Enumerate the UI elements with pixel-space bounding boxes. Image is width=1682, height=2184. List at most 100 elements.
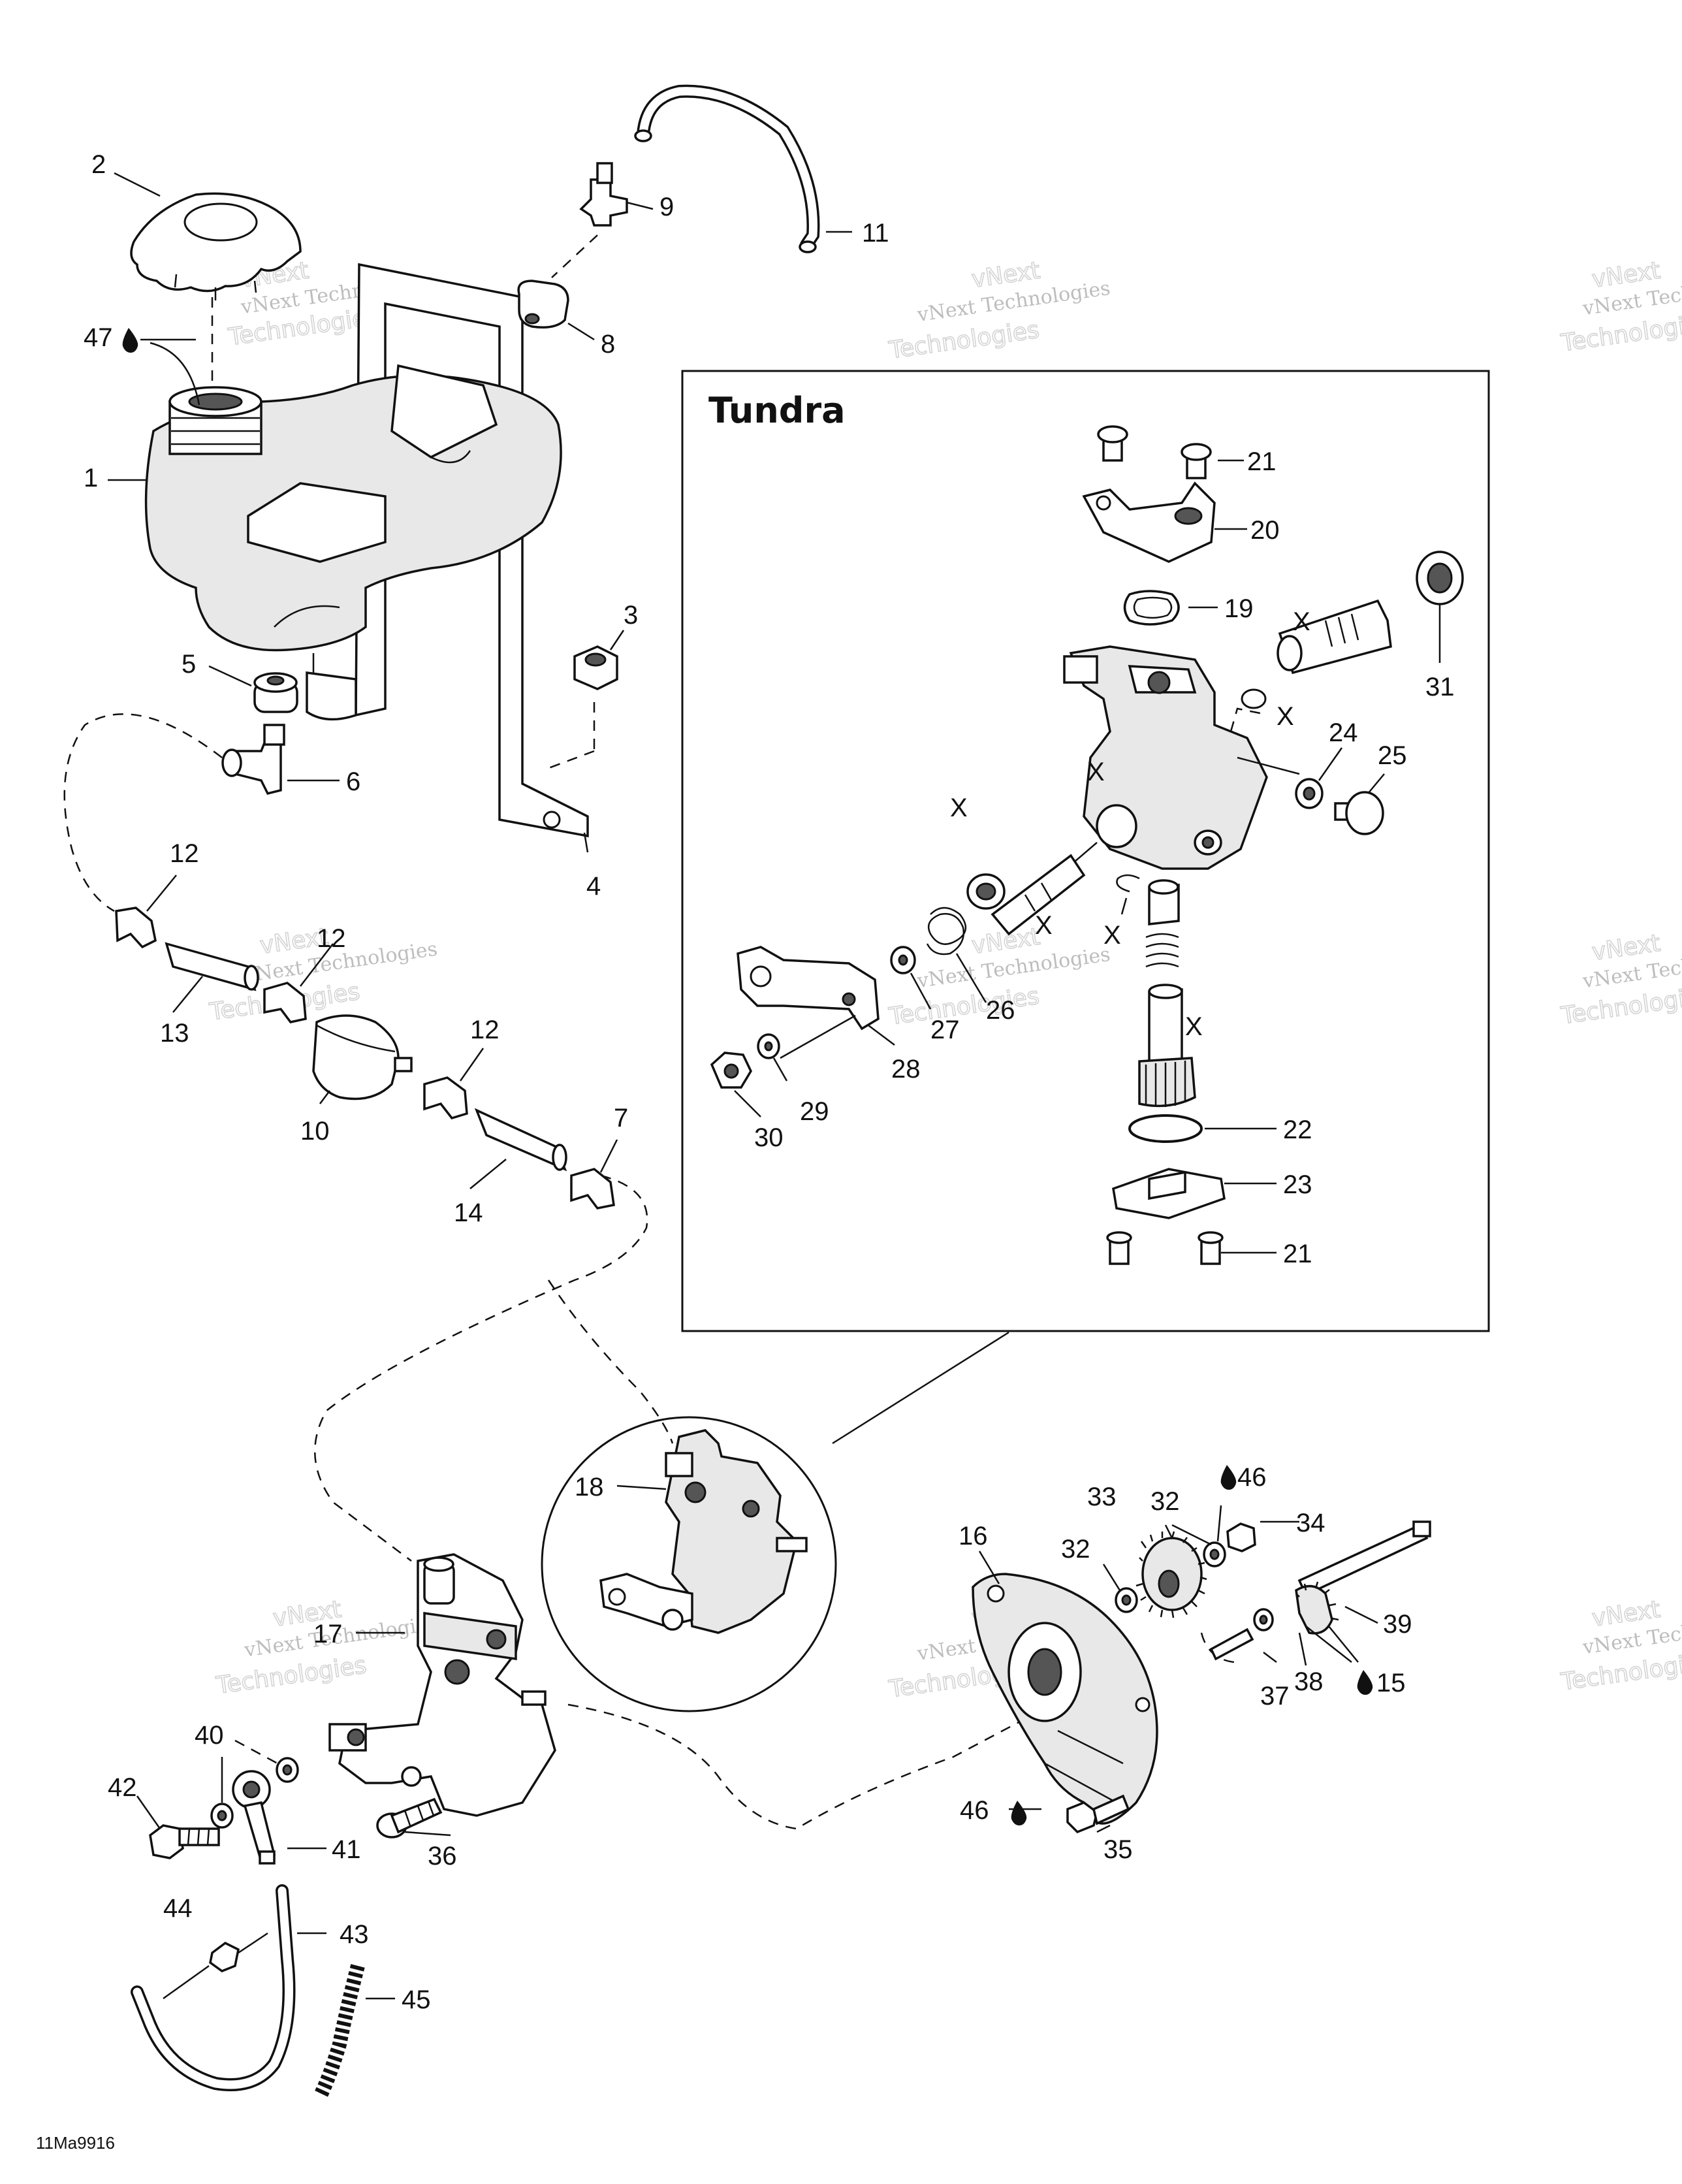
nut-3 bbox=[573, 645, 618, 690]
svg-text:Technologies: Technologies bbox=[887, 317, 1041, 364]
callout: 40 bbox=[195, 1721, 224, 1750]
filter-10 bbox=[312, 1014, 413, 1100]
callout: 5 bbox=[182, 650, 196, 679]
cover-16 bbox=[972, 1573, 1158, 1825]
fitting-9 bbox=[579, 162, 628, 227]
svg-text:Technologies: Technologies bbox=[214, 1652, 368, 1699]
watermark: vNext vNext Technologies Technologies bbox=[1559, 257, 1682, 357]
pump-18-detail bbox=[599, 1429, 808, 1634]
callout: 37 bbox=[1260, 1682, 1290, 1710]
callout: 35 bbox=[1103, 1835, 1133, 1864]
leader-lines bbox=[108, 172, 1441, 2000]
seal-31 bbox=[1416, 551, 1464, 605]
bolt-25 bbox=[1334, 791, 1384, 835]
pump-body-inset bbox=[1063, 645, 1268, 870]
bolt-42 bbox=[149, 1824, 220, 1859]
cover-plate-20 bbox=[1082, 481, 1216, 563]
washer-40b bbox=[210, 1803, 234, 1829]
callout: 34 bbox=[1296, 1509, 1325, 1537]
callout: 11 bbox=[862, 219, 889, 248]
x-mark: X bbox=[950, 794, 968, 822]
callout: 29 bbox=[800, 1097, 829, 1126]
callout: 8 bbox=[601, 330, 615, 359]
washer-24 bbox=[1295, 778, 1324, 809]
callout: 22 bbox=[1283, 1116, 1312, 1144]
watermark: vNext vNext Technologies Technologies bbox=[887, 257, 1112, 365]
oil-drop-icon bbox=[122, 328, 138, 353]
callout: 30 bbox=[754, 1123, 784, 1152]
washer-40a bbox=[276, 1757, 299, 1783]
callout: 21 bbox=[1283, 1240, 1312, 1268]
detail-circle-18 bbox=[541, 1416, 837, 1712]
x-mark: X bbox=[1103, 921, 1121, 950]
callout: 13 bbox=[160, 1019, 189, 1048]
circlip-x bbox=[1116, 874, 1140, 893]
callout: 25 bbox=[1378, 741, 1407, 770]
oil-drop-icon bbox=[1011, 1801, 1027, 1825]
tundra-inset-frame bbox=[681, 370, 1490, 1332]
svg-text:Technologies: Technologies bbox=[1559, 1648, 1682, 1696]
callout: 38 bbox=[1294, 1667, 1324, 1696]
callout: 6 bbox=[346, 767, 360, 796]
gasket-19 bbox=[1123, 590, 1180, 626]
oil-tank bbox=[144, 263, 589, 838]
hose-14 bbox=[474, 1108, 567, 1172]
x-mark: X bbox=[1185, 1012, 1203, 1041]
callouts: 1 2 3 4 5 6 7 8 9 10 11 12 12 12 13 14 1… bbox=[84, 150, 1455, 2014]
clamp-12b bbox=[263, 982, 307, 1023]
washer-27 bbox=[890, 946, 916, 974]
callout: 15 bbox=[1376, 1669, 1406, 1697]
callout: 23 bbox=[1283, 1170, 1312, 1199]
plunger-x-top bbox=[1277, 599, 1392, 675]
callout: 27 bbox=[930, 1016, 960, 1044]
callout: 43 bbox=[340, 1920, 369, 1949]
callout: 1 bbox=[84, 464, 98, 492]
pin-37 bbox=[1209, 1628, 1254, 1661]
x-mark: X bbox=[1277, 702, 1294, 731]
callout: 33 bbox=[1087, 1483, 1117, 1511]
cover-23 bbox=[1112, 1168, 1226, 1219]
washer-29 bbox=[757, 1033, 780, 1059]
callout: 20 bbox=[1250, 516, 1280, 545]
callout: 45 bbox=[402, 1985, 431, 2014]
nut-30 bbox=[710, 1052, 752, 1089]
nut-34 bbox=[1226, 1522, 1256, 1552]
vent-hose-11 bbox=[634, 84, 820, 253]
callout: 28 bbox=[891, 1055, 921, 1084]
callout: 12 bbox=[317, 924, 346, 953]
oil-drop-icon bbox=[1220, 1465, 1237, 1490]
pin-x bbox=[1148, 879, 1180, 925]
callout: 10 bbox=[300, 1117, 330, 1146]
bolt-36 bbox=[376, 1797, 443, 1839]
clip-44 bbox=[209, 1941, 240, 1972]
plunger-x-mid bbox=[991, 842, 1098, 936]
callout: 17 bbox=[313, 1620, 343, 1648]
callout: 44 bbox=[163, 1894, 193, 1923]
washer-32b bbox=[1203, 1541, 1226, 1567]
elbow-fitting-6 bbox=[221, 724, 285, 795]
svg-text:Technologies: Technologies bbox=[1559, 982, 1682, 1030]
x-mark: X bbox=[1293, 607, 1310, 636]
callout: 14 bbox=[454, 1198, 483, 1227]
callout: 39 bbox=[1383, 1610, 1412, 1639]
callout: 41 bbox=[332, 1835, 361, 1864]
callout: 12 bbox=[470, 1016, 500, 1044]
drawing-code: 11Ma9916 bbox=[36, 2133, 115, 2153]
oil-drop-icon bbox=[1357, 1670, 1373, 1695]
callout: 46 bbox=[1237, 1463, 1267, 1492]
callout: 19 bbox=[1224, 594, 1254, 623]
watermark: vNext vNext Technologies Technologies bbox=[1559, 1596, 1682, 1696]
callout: 16 bbox=[959, 1522, 988, 1550]
hose-43 bbox=[131, 1884, 296, 2091]
gear-shaft-x bbox=[1138, 984, 1196, 1108]
svg-text:Technologies: Technologies bbox=[887, 983, 1041, 1031]
spring-26 bbox=[926, 907, 966, 956]
callout: 12 bbox=[170, 839, 199, 868]
x-marks: X X X X X X X bbox=[950, 607, 1310, 1041]
callout: 42 bbox=[108, 1773, 137, 1802]
gear-33 bbox=[1135, 1531, 1207, 1618]
gear-38 bbox=[1295, 1581, 1339, 1635]
pump-17 bbox=[328, 1553, 556, 1817]
grommet-8 bbox=[517, 280, 569, 329]
